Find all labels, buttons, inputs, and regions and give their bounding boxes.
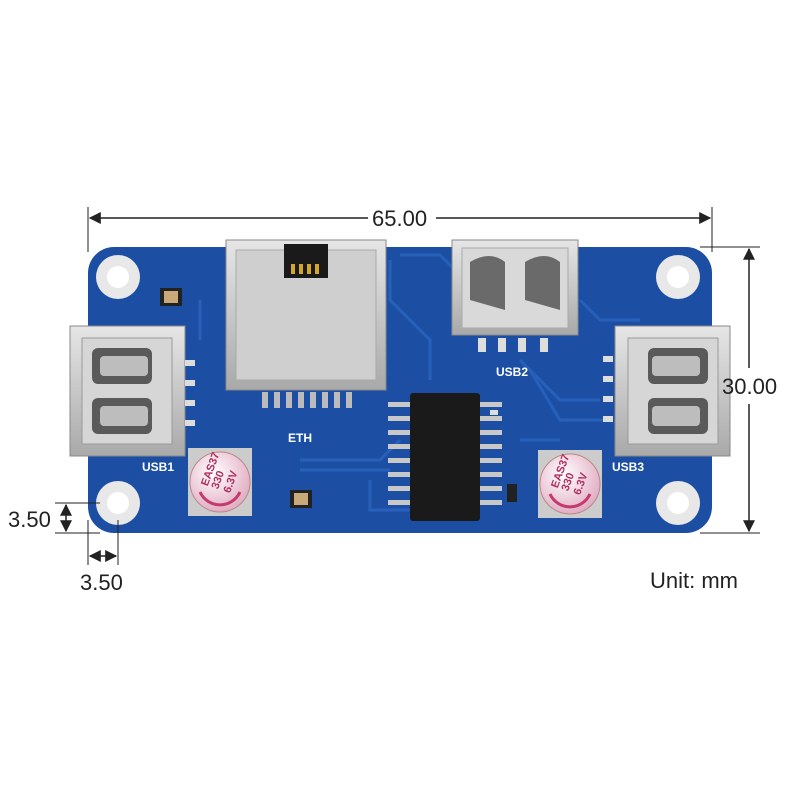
hole-offset-x-dimension: 3.50 [80, 520, 123, 595]
smd-components [160, 288, 517, 508]
eth-label: ETH [288, 431, 312, 445]
hole-offset-y-text: 3.50 [8, 507, 51, 532]
capacitor-1: EAS37 330 6.3V [188, 448, 252, 516]
hole-offset-y-dimension: 3.50 [8, 502, 100, 534]
usb3-label: USB3 [612, 460, 644, 474]
usb1-label: USB1 [142, 460, 174, 474]
height-dimension-text: 30.00 [722, 374, 777, 399]
hole-offset-x-text: 3.50 [80, 570, 123, 595]
height-dimension: 30.00 [700, 246, 777, 534]
capacitor-2: EAS37 330 6.3V [538, 450, 602, 518]
usb3-connector [603, 325, 731, 457]
mounting-holes [96, 255, 700, 525]
ethernet-connector [225, 239, 387, 408]
usb-hub-ic [388, 393, 502, 521]
usb2-label: USB2 [496, 365, 528, 379]
usb2-connector [451, 239, 579, 352]
capacitor-1-line2: 330 [209, 469, 227, 490]
unit-label: Unit: mm [650, 568, 738, 593]
usb1-connector [69, 325, 195, 457]
width-dimension-text: 65.00 [372, 206, 427, 231]
capacitor-2-line2: 330 [559, 471, 577, 492]
width-dimension: 65.00 [87, 206, 713, 252]
